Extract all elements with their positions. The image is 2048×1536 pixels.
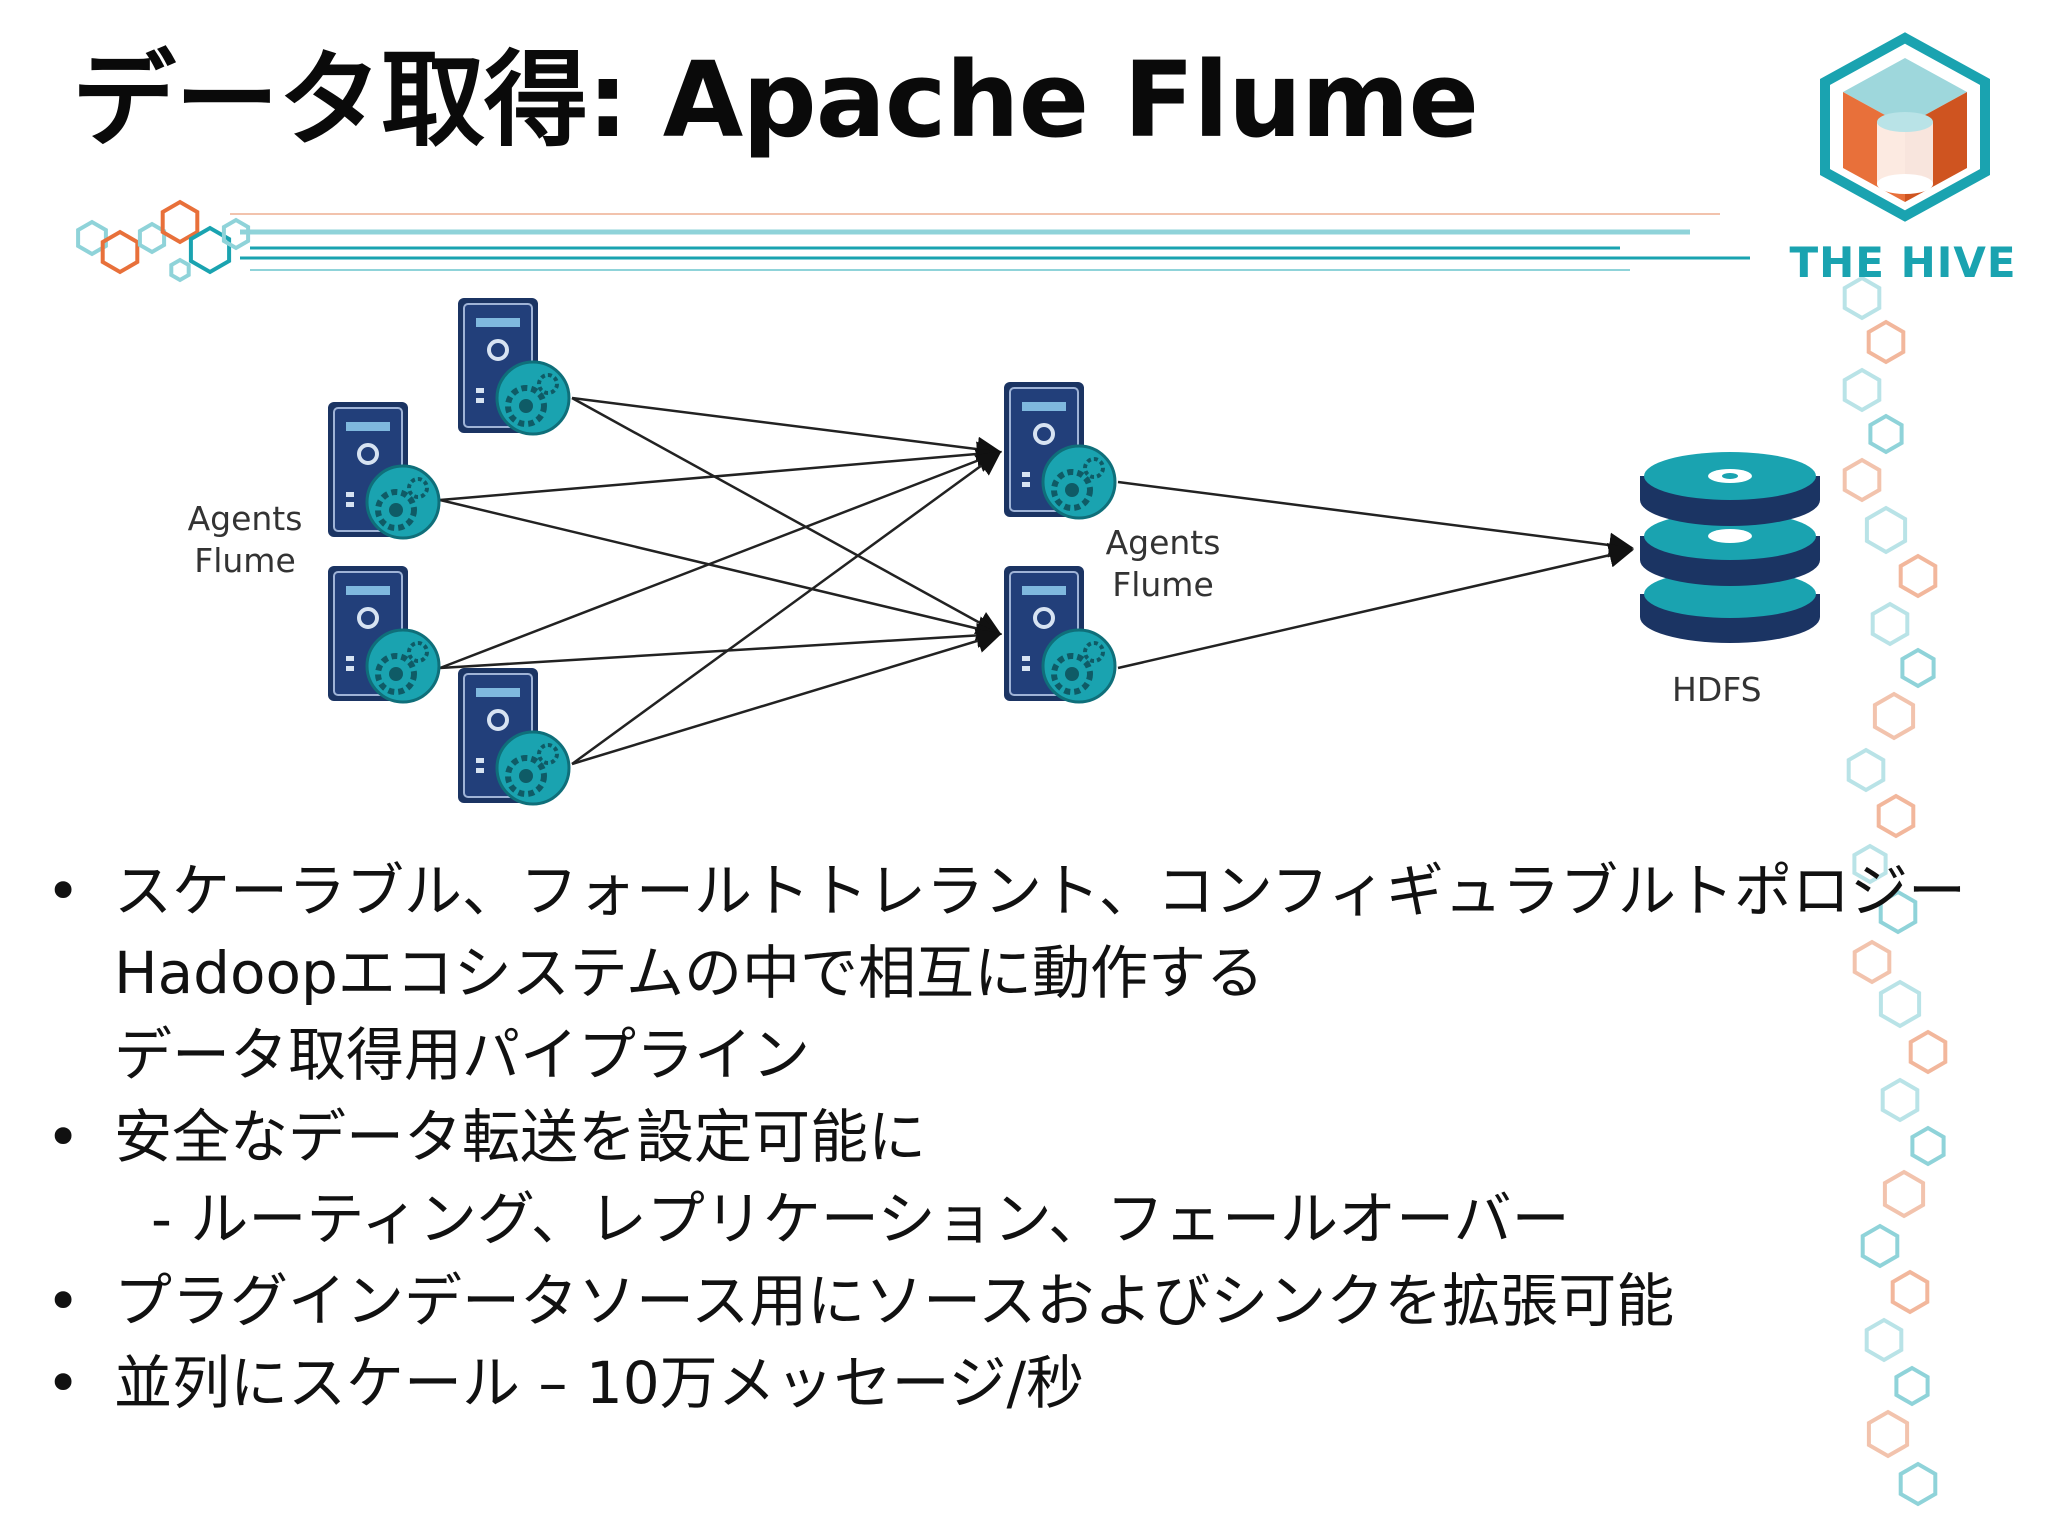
- server-gear-icon: [1004, 382, 1115, 518]
- server-gear-icon: [328, 402, 439, 538]
- decorative-hexagon: [1864, 505, 1908, 555]
- list-item: • 安全なデータ転送を設定可能に: [46, 1096, 1946, 1178]
- agents-label-line2: Flume: [194, 541, 296, 580]
- sub-bullet-text: - ルーティング、レプリケーション、フェールオーバー: [151, 1185, 1570, 1253]
- decorative-hexagon: [1882, 1169, 1926, 1219]
- decorative-hexagon: [1866, 1409, 1910, 1459]
- bullet-marker: •: [46, 857, 81, 925]
- decorative-hexagon: [1876, 793, 1916, 839]
- the-hive-logo: [1820, 32, 1990, 222]
- decorative-hexagon: [1878, 889, 1918, 935]
- decorative-hexagon: [1872, 691, 1916, 741]
- slide-title: データ取得: Apache Flume: [72, 39, 1479, 161]
- connection-lines: [439, 396, 1635, 766]
- server-gear-icon: [328, 566, 439, 702]
- bullet-text: プラグインデータソース用にソースおよびシンクを拡張可能: [114, 1267, 1675, 1335]
- decorative-hexagon: [169, 257, 191, 283]
- list-subitem: - ルーティング、レプリケーション、フェールオーバー: [46, 1178, 1946, 1260]
- list-item: • プラグインデータソース用にソースおよびシンクを拡張可能: [46, 1260, 1946, 1342]
- bullet-text: 並列にスケール – 10万メッセージ/秒: [114, 1349, 1085, 1417]
- bullet-text: 安全なデータ転送を設定可能に: [114, 1103, 927, 1171]
- decorative-hexagon: [1860, 1223, 1900, 1269]
- bullet-text: スケーラブル、フォールトトレラント、コンフィギュラブルトポロジー: [114, 857, 1966, 925]
- server-gear-icon: [458, 298, 569, 434]
- database-icon: [1640, 452, 1820, 643]
- list-item: • スケーラブル、フォールトトレラント、コンフィギュラブルトポロジー: [46, 850, 1966, 932]
- decorative-hexagon: [160, 199, 200, 245]
- bullet-list: • スケーラブル、フォールトトレラント、コンフィギュラブルトポロジー Hadoo…: [46, 850, 1966, 1424]
- bullet-marker: •: [46, 1267, 81, 1335]
- decorative-hexagon: [1842, 367, 1882, 413]
- agents-label-line1: Agents: [1105, 523, 1221, 562]
- decorative-hexagon: [1890, 1269, 1930, 1315]
- server-gear-icon: [458, 668, 569, 804]
- decorative-hexagon: [1846, 747, 1886, 793]
- decorative-hexagon: [188, 225, 232, 275]
- agents-label-line1: Agents: [187, 499, 303, 538]
- list-item-continuation: データ取得用パイプライン: [46, 1014, 1946, 1096]
- decorative-hexagon: [1842, 457, 1882, 503]
- decorative-hexagon: [1894, 1365, 1930, 1407]
- hexagon-cluster: [76, 199, 1948, 1507]
- decorative-hexagon: [1868, 413, 1904, 455]
- decorative-hexagon: [1880, 1077, 1920, 1123]
- decorative-hexagon: [100, 229, 140, 275]
- agents-flume-label-middle: Agents Flume: [1098, 522, 1228, 606]
- bullet-text: Hadoopエコシステムの中で相互に動作する: [114, 939, 1265, 1007]
- decorative-hexagon: [1864, 1317, 1904, 1363]
- decorative-hexagon: [76, 219, 108, 257]
- agents-flume-label-left: Agents Flume: [180, 498, 310, 582]
- decorative-hexagon: [1908, 1029, 1948, 1075]
- decorative-hexagon: [1898, 1461, 1938, 1507]
- decorative-hexagon: [1870, 601, 1910, 647]
- bullet-marker: •: [46, 1349, 81, 1417]
- hdfs-label: HDFS: [1672, 670, 1762, 709]
- decorative-hexagon: [1852, 843, 1888, 885]
- decorative-hexagon: [1852, 939, 1892, 985]
- list-item-continuation: Hadoopエコシステムの中で相互に動作する: [46, 932, 1946, 1014]
- header-rule-lines: [230, 213, 1750, 271]
- decorative-hexagon: [1842, 275, 1882, 321]
- agents-label-line2: Flume: [1112, 565, 1214, 604]
- decorative-hexagon: [137, 221, 167, 255]
- decorative-hexagon: [221, 217, 251, 251]
- decorative-hexagon: [1898, 553, 1938, 599]
- bullet-text: データ取得用パイプライン: [114, 1021, 811, 1089]
- decorative-hexagon: [1900, 647, 1936, 689]
- list-item: • 並列にスケール – 10万メッセージ/秒: [46, 1342, 1946, 1424]
- logo-text: THE HIVE: [1789, 238, 2017, 287]
- decorative-hexagon: [1866, 319, 1906, 365]
- bullet-marker: •: [46, 1103, 81, 1171]
- decorative-hexagon: [1910, 1125, 1946, 1167]
- decorative-hexagon: [1878, 979, 1922, 1029]
